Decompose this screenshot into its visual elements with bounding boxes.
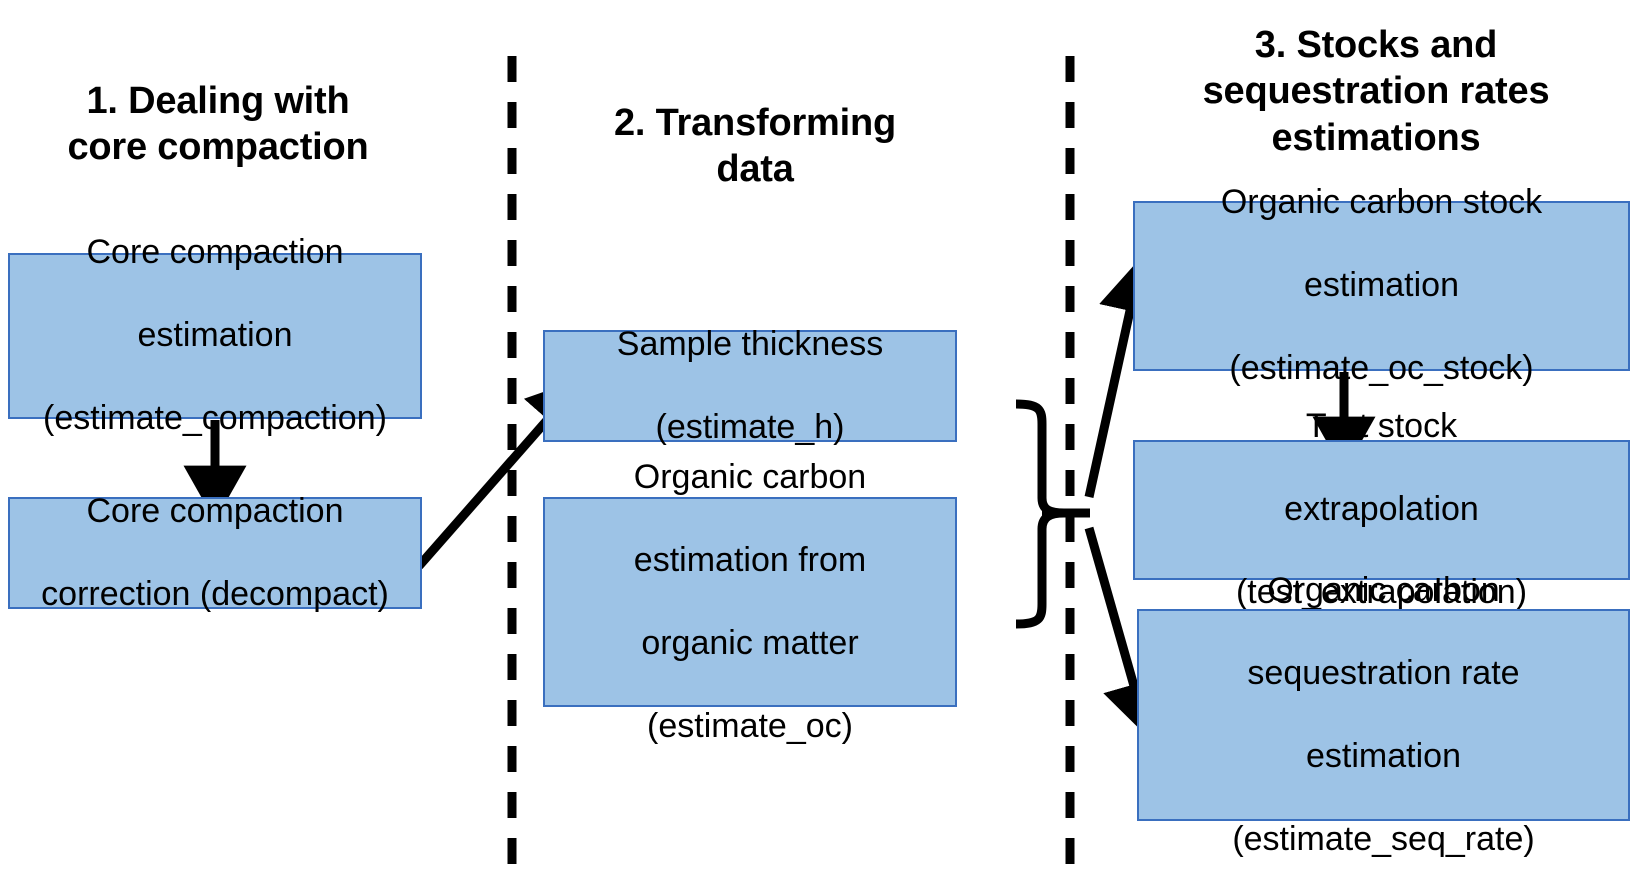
column-3-heading-line-1: 3. Stocks and xyxy=(1254,24,1498,66)
arrow-brace-to-oc-stock xyxy=(1084,256,1161,498)
node-core-compaction-correction[interactable]: Core compaction correction (decompact) xyxy=(8,492,422,613)
brace-transform-group xyxy=(1015,399,1069,629)
node-line: (estimate_oc_stock) xyxy=(1229,349,1534,388)
arrow-correction-to-thickness xyxy=(415,377,585,569)
node-sample-thickness[interactable]: Sample thickness (estimate_h) xyxy=(543,325,957,446)
node-line: estimation xyxy=(1306,736,1461,775)
node-line: Organic carbon xyxy=(1267,570,1500,609)
node-line: estimation from xyxy=(633,540,867,579)
column-1-heading-line-1: 1. Dealing with xyxy=(86,80,350,122)
node-line: estimation xyxy=(1304,266,1459,305)
column-2-heading: 2. Transforming data xyxy=(545,100,965,193)
node-organic-carbon-estimation[interactable]: Organic carbon estimation from organic m… xyxy=(543,458,957,745)
node-line: (estimate_h) xyxy=(655,407,845,446)
node-core-compaction-estimation[interactable]: Core compaction estimation (estimate_com… xyxy=(8,233,422,437)
column-3-heading-line-3: estimations xyxy=(1271,116,1481,159)
node-line: Organic carbon stock xyxy=(1220,183,1543,222)
column-3-heading: 3. Stocks and sequestration rates estima… xyxy=(1122,22,1630,161)
column-3-heading-line-2: sequestration rates xyxy=(1202,70,1550,113)
node-line: (test_extrapolation) xyxy=(1235,573,1528,612)
column-1-heading-line-2: core compaction xyxy=(67,126,369,169)
node-line: correction (decompact) xyxy=(41,574,389,613)
node-line: Core compaction xyxy=(86,491,344,530)
column-2-heading-line-1: 2. Transforming xyxy=(613,102,897,144)
node-line: extrapolation xyxy=(1284,490,1479,529)
node-line: estimation xyxy=(137,316,293,355)
node-line: Core compaction xyxy=(86,233,344,272)
node-line: (estimate_compaction) xyxy=(43,399,387,438)
node-line: Organic carbon xyxy=(633,457,867,496)
node-line: (estimate_seq_rate) xyxy=(1232,819,1535,858)
node-organic-carbon-stock-estimation[interactable]: Organic carbon stock estimation (estimat… xyxy=(1133,183,1630,387)
node-line: Sample thickness xyxy=(616,324,884,363)
column-1-heading: 1. Dealing with core compaction xyxy=(8,78,428,171)
node-line: Test stock xyxy=(1305,407,1458,446)
node-line: (estimate_oc) xyxy=(647,706,853,745)
node-line: organic matter xyxy=(641,623,859,662)
column-2-heading-line-2: data xyxy=(716,148,794,191)
node-organic-carbon-sequestration-rate[interactable]: Organic carbon sequestration rate estima… xyxy=(1137,571,1630,858)
node-test-stock-extrapolation[interactable]: Test stock extrapolation (test_extrapola… xyxy=(1133,407,1630,611)
node-line: sequestration rate xyxy=(1247,653,1520,692)
